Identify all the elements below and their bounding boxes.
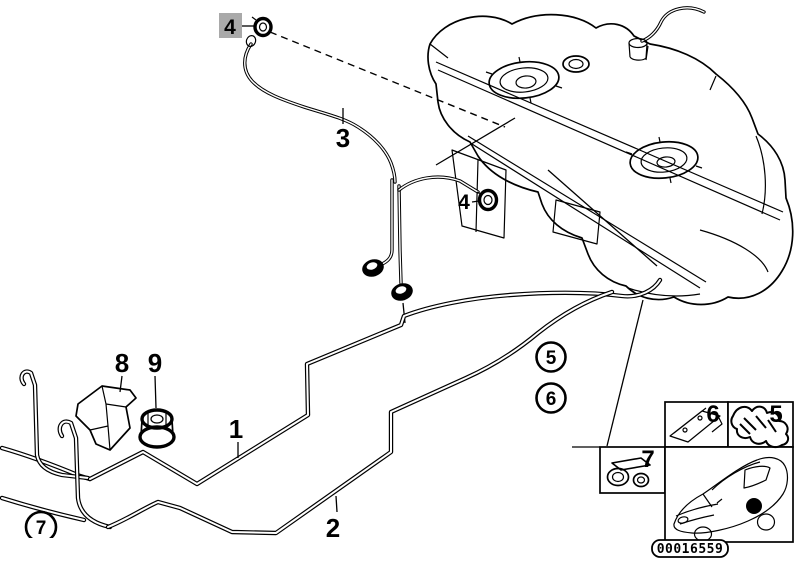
tank-right-contour-2 [627, 287, 701, 297]
pipe-2-path-inner [107, 291, 613, 534]
label-8-leader [119, 375, 123, 393]
callout-circle-6[interactable]: 6 [535, 382, 567, 414]
pipe-3-vertical-1 [378, 178, 394, 267]
pipe-3-vertical-2-inner [398, 185, 402, 284]
leader-tank-internal-1 [435, 117, 516, 166]
inset-panel: 6 5 7 00016559 [599, 401, 794, 558]
pipe-1-path-inner [89, 279, 661, 485]
fuel-tank-drawing [427, 6, 794, 306]
label-clip4-mid[interactable]: 4 [458, 191, 480, 214]
pipe-3-drawing [243, 35, 480, 285]
inset-part-6-drawing [669, 407, 723, 443]
location-dot [746, 498, 762, 514]
grommet-a-icon [362, 259, 384, 277]
pipe-2-path [105, 289, 615, 536]
tank-seam-line-4 [471, 143, 701, 289]
label-4-mid-leader [471, 200, 480, 203]
nut-part-drawing [138, 408, 176, 449]
breather-pipe-handle [628, 6, 706, 61]
inset-label-6[interactable]: 6 [706, 401, 719, 428]
grommet-b-icon [391, 283, 413, 301]
tank-right-contour-1 [699, 229, 769, 273]
inset-part-7-drawing [606, 457, 651, 488]
stamp-number-text: 00016559 [657, 542, 724, 557]
pipe-2-hook-end-inner [58, 420, 111, 528]
pipe-2-drawing [0, 289, 615, 536]
label-bracket-8[interactable]: 8 [115, 348, 129, 378]
pipe-1-drawing [0, 277, 663, 487]
callout-6-text[interactable]: 6 [546, 389, 557, 410]
pipe-branch-to-clip4-inner [398, 176, 479, 193]
tube-inner [641, 7, 705, 42]
car-location-thumbnail[interactable] [664, 446, 794, 543]
label-4-mid-text[interactable]: 4 [458, 191, 470, 214]
clip-mid-icon [476, 188, 499, 212]
tank-outline [427, 13, 794, 306]
pipe-3-path [243, 42, 397, 184]
label-2-leader [335, 495, 338, 513]
label-pipe-2[interactable]: 2 [326, 513, 340, 543]
bracket-part-drawing [75, 385, 137, 451]
left-pump-flange [485, 56, 563, 104]
tank-seam-line-1 [435, 61, 784, 213]
car-silhouette-drawing [673, 456, 789, 542]
callout-7-text[interactable]: 7 [36, 518, 47, 539]
tank-seam-line-2 [437, 69, 781, 221]
inset-part-7-cell[interactable] [599, 446, 666, 494]
right-pump-flange [625, 136, 703, 184]
label-clip4-top[interactable]: 4 [219, 13, 255, 39]
callout-5-text[interactable]: 5 [546, 348, 557, 369]
tank-mid-recess [552, 199, 601, 245]
label-4-highlight [219, 13, 242, 38]
tank-edge-detail-1 [429, 43, 717, 91]
label-9-leader [154, 375, 157, 409]
stamp-number: 00016559 [651, 539, 729, 558]
callout-circle-7[interactable]: 7 [21, 510, 62, 548]
label-pipe-1[interactable]: 1 [229, 414, 243, 444]
leader-tank-to-inset [606, 299, 644, 447]
inset-label-5[interactable]: 5 [769, 401, 782, 428]
inset-label-7[interactable]: 7 [641, 446, 654, 473]
callout-7-clip-mask [21, 538, 62, 548]
label-pipe-3[interactable]: 3 [336, 123, 350, 153]
clip-top-icon [251, 16, 273, 38]
tank-right-contour-3 [755, 135, 766, 215]
leader-dashed-clip4-top [269, 31, 506, 128]
tank-left-recess [451, 149, 507, 239]
pipe-3-end-fitting [245, 35, 257, 47]
label-nut-9[interactable]: 9 [148, 348, 162, 378]
pipe-3-path-inner [244, 43, 396, 183]
callout-circle-5[interactable]: 5 [535, 341, 567, 373]
filler-cap [562, 55, 590, 73]
label-4-top-text[interactable]: 4 [224, 16, 236, 39]
leader-tank-internal-2 [547, 169, 658, 267]
pipe-2-left-feed-inner [1, 497, 85, 521]
inset-part-5-drawing [730, 405, 790, 449]
pipe-1-hook-end-inner [20, 370, 89, 479]
